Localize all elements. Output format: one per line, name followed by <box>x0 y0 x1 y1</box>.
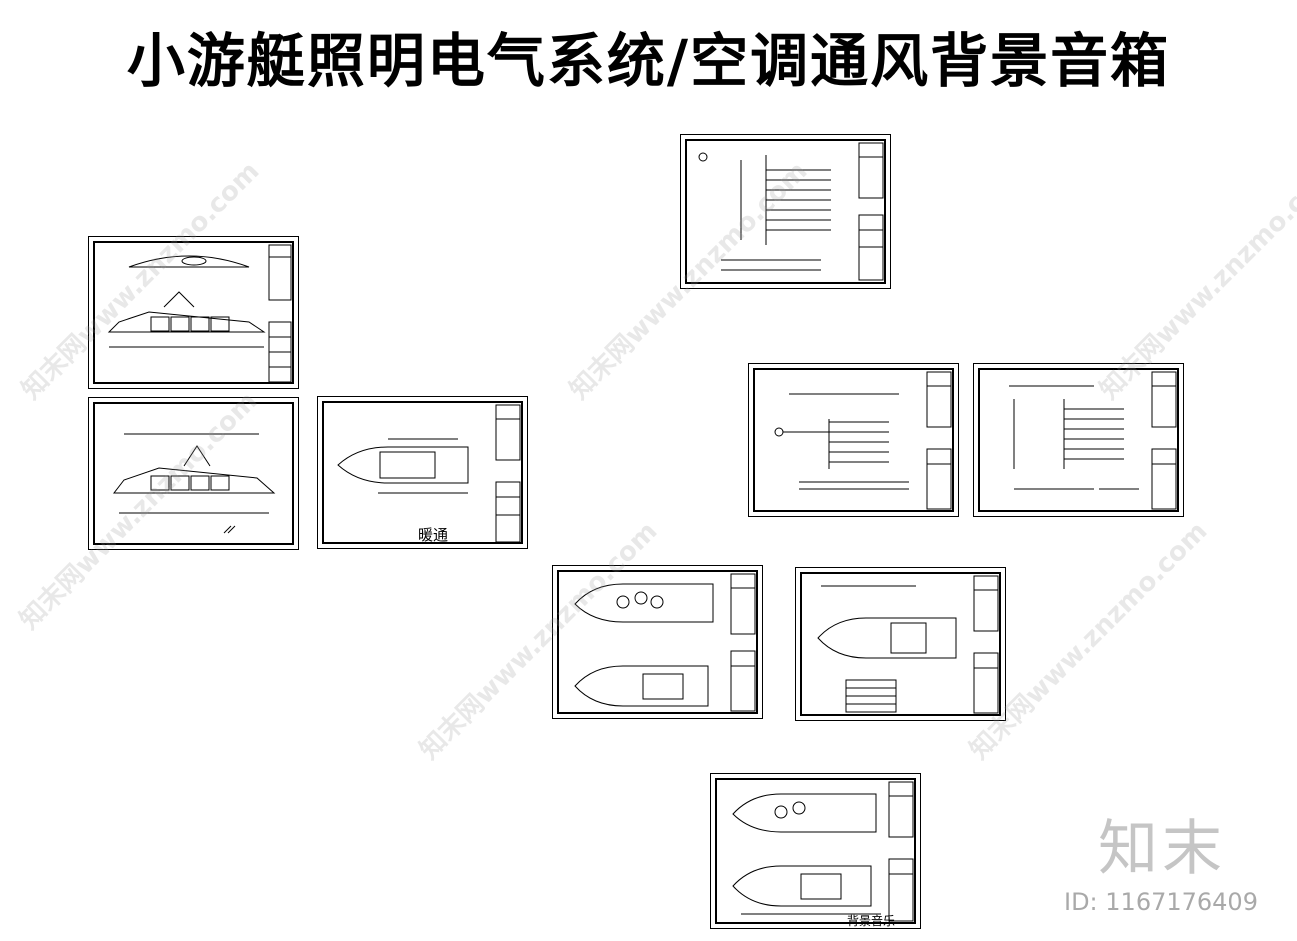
drawing-sheet-elevation-2[interactable] <box>88 397 299 550</box>
elevation-drawing <box>107 244 292 383</box>
drawing-sheet-background-music[interactable]: 背景音乐 <box>710 773 921 929</box>
brand-logo: 知末 <box>1098 814 1226 884</box>
drawing-sheet-lighting-plan[interactable] <box>552 565 763 719</box>
electrical-diagram-drawing <box>1009 371 1177 510</box>
page-title: 小游艇照明电气系统/空调通风背景音箱 <box>126 27 1171 95</box>
drawing-sheet-electrical-diagram-2[interactable] <box>748 363 959 517</box>
drawing-sheet-power-plan[interactable] <box>795 567 1006 721</box>
electrical-diagram-drawing <box>774 371 952 510</box>
sheet-label-background-music: 背景音乐 <box>847 914 896 928</box>
brand-id: ID: 1167176409 <box>1064 888 1258 916</box>
drawing-sheet-electrical-diagram-1[interactable] <box>680 134 891 289</box>
sheet-label-hvac: 暖通 <box>418 526 449 544</box>
drawing-sheet-elevation-1[interactable] <box>88 236 299 389</box>
power-plan-drawing <box>817 575 999 714</box>
elevation-drawing <box>112 433 276 534</box>
background-music-plan-drawing <box>732 781 914 922</box>
hvac-plan-drawing <box>337 404 521 543</box>
electrical-diagram-drawing <box>698 142 884 281</box>
drawing-sheet-hvac[interactable]: 暖通 <box>317 396 528 549</box>
lighting-plan-drawing <box>574 573 756 712</box>
drawing-sheet-electrical-diagram-3[interactable] <box>973 363 1184 517</box>
